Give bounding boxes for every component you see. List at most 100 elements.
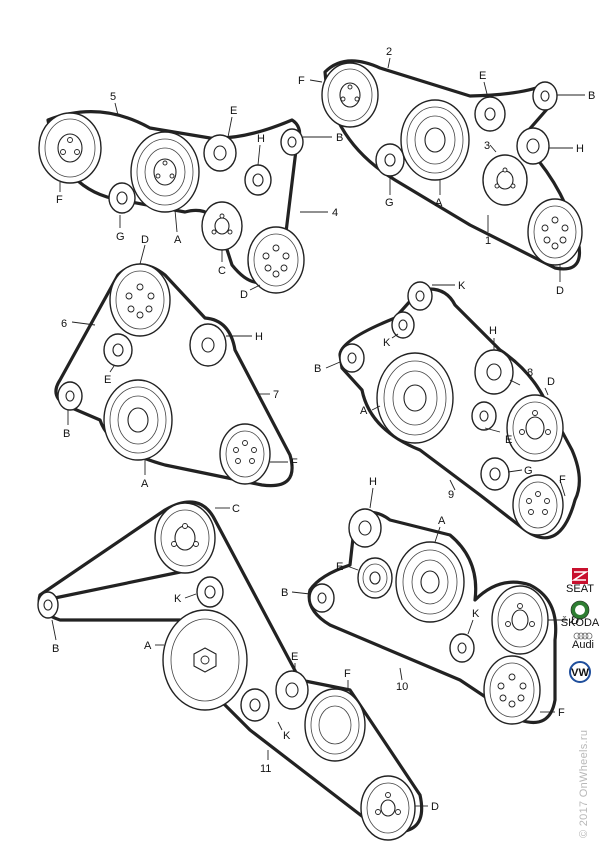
label-11E: E [291, 651, 298, 663]
pulley-11E [275, 670, 309, 710]
label-8H: H [489, 325, 497, 337]
label-11K-bottom: K [283, 730, 291, 742]
svg-text:SEAT: SEAT [566, 583, 594, 595]
label-2E: E [479, 70, 486, 82]
pulley-5D [247, 226, 305, 294]
pulley-2-3 [482, 154, 528, 206]
label-5F: F [56, 194, 63, 206]
group-number-9: 9 [448, 489, 454, 501]
pulley-2D [527, 198, 583, 266]
pulley-2H [516, 127, 550, 165]
pulley-11D [360, 775, 416, 841]
seat-logo: SEAT [566, 568, 594, 595]
label-8A: A [360, 405, 368, 417]
labels: 5 F G A E H B C D 4 2 F E B 3 H G A D 1 … [52, 46, 595, 813]
pulley-8A [376, 352, 454, 444]
label-5B: B [336, 132, 343, 144]
belt-group-6 [54, 263, 294, 488]
pulley-8K-top [407, 281, 433, 311]
brand-logos: SEAT ŠKODA Audi VW [561, 568, 600, 683]
pulley-6A [103, 379, 173, 461]
pulley-11K-bottom [240, 688, 270, 722]
label-6B: B [63, 428, 70, 440]
belt-group-11 [37, 500, 424, 841]
label-6D: D [141, 234, 149, 246]
pulley-6B [57, 381, 83, 411]
pulley-10D [491, 585, 549, 655]
pulley-2A [400, 99, 470, 181]
pulley-2E [474, 96, 506, 132]
label-11F: F [344, 668, 351, 680]
pulley-2B [532, 81, 558, 111]
group-number-8: 8 [527, 367, 533, 379]
audi-logo: Audi [572, 632, 594, 651]
copyright-watermark: © 2017 OnWheels.ru [578, 729, 590, 838]
label-11C: C [232, 503, 240, 515]
svg-text:ŠKODA: ŠKODA [561, 616, 600, 629]
label-5E: E [230, 105, 237, 117]
label-10F: F [558, 707, 565, 719]
label-6F: F [291, 457, 298, 469]
pulley-8B [339, 343, 365, 373]
pulley-11B [37, 591, 59, 619]
pulley-6E [103, 333, 133, 367]
label-5H: H [257, 133, 265, 145]
pulley-8G [480, 457, 510, 491]
label-8B: B [314, 363, 321, 375]
pulley-5B [280, 128, 304, 156]
pulley-10H [348, 508, 382, 548]
pulley-5F [38, 112, 102, 184]
label-8K-top: K [458, 280, 466, 292]
pulley-8D [506, 394, 564, 462]
svg-text:VW: VW [571, 667, 589, 679]
pulley-2G [375, 143, 405, 177]
leader-lines [51, 57, 585, 807]
pulley-8E [471, 401, 497, 431]
pulley-8F [512, 474, 564, 536]
group-number-4: 4 [332, 207, 338, 219]
pulley-11C [154, 502, 216, 574]
belt-group-5 [38, 110, 305, 294]
pulley-6H [189, 323, 227, 367]
label-2A: A [435, 197, 443, 209]
label-6A: A [141, 478, 149, 490]
label-10D: D [571, 615, 579, 627]
label-10K: K [472, 608, 480, 620]
label-8F: F [559, 474, 566, 486]
belt-group-2 [321, 59, 583, 271]
label-6H: H [255, 331, 263, 343]
group-number-2: 2 [386, 46, 392, 58]
label-11K-top: K [174, 593, 182, 605]
label-10E: E [336, 561, 343, 573]
label-5D: D [240, 289, 248, 301]
pulley-11K-top [196, 576, 224, 608]
vw-logo: VW [569, 661, 591, 683]
belt-group-10 [307, 508, 558, 725]
label-11B: B [52, 643, 59, 655]
svg-text:Audi: Audi [572, 639, 594, 651]
skoda-logo: ŠKODA [561, 600, 600, 629]
label-8K-left: K [383, 337, 391, 349]
group-number-5: 5 [110, 91, 116, 103]
label-5G: G [116, 231, 125, 243]
label-2B: B [588, 90, 595, 102]
belt-group-8 [338, 281, 581, 540]
label-2G: G [385, 197, 394, 209]
label-2F: F [298, 75, 305, 87]
pulley-11A [162, 609, 248, 711]
pulley-6D [109, 263, 171, 337]
pulley-10A [395, 541, 465, 623]
label-10B: B [281, 587, 288, 599]
pulley-11F [304, 688, 366, 762]
label-8G: G [524, 465, 533, 477]
pulley-8H [474, 349, 514, 395]
label-5C: C [218, 265, 226, 277]
label-6E: E [104, 374, 111, 386]
pulley-10K [449, 633, 475, 663]
group-number-11: 11 [260, 763, 271, 775]
label-11A: A [144, 640, 152, 652]
label-2-3: 3 [484, 140, 490, 152]
group-number-7: 7 [273, 389, 279, 401]
label-5A: A [174, 234, 182, 246]
